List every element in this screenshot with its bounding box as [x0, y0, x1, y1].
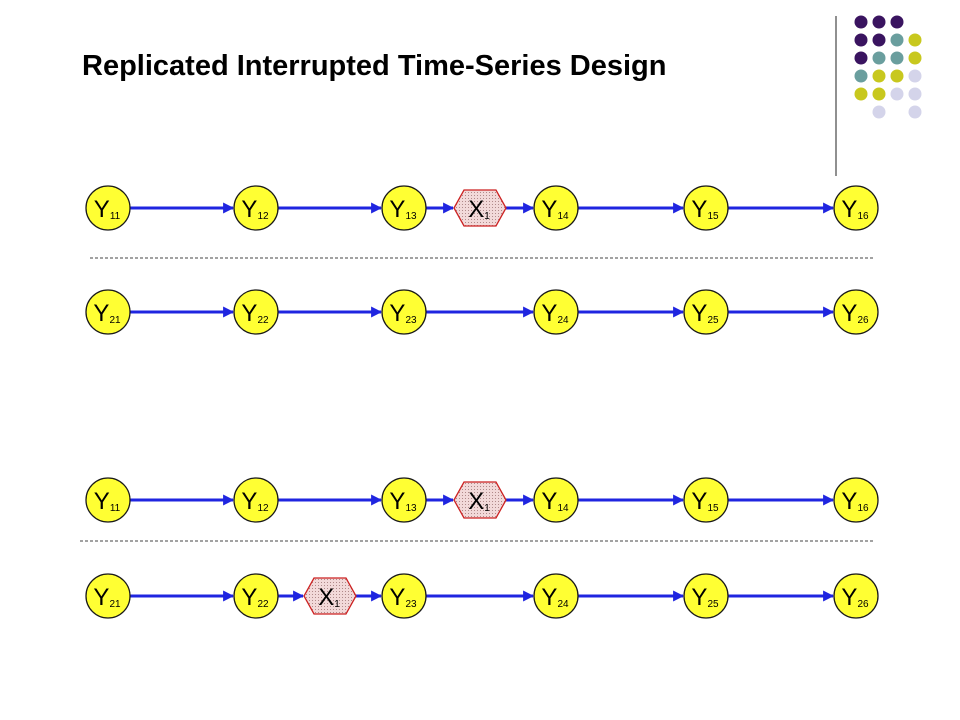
observation-node: Y12 [233, 477, 279, 523]
observation-node: Y12 [233, 185, 279, 231]
decorative-dot [854, 69, 868, 83]
decorative-dot [890, 69, 904, 83]
observation-node: Y14 [533, 185, 579, 231]
observation-node: Y11 [85, 477, 131, 523]
node-label: Y12 [241, 196, 269, 223]
observation-node: Y13 [381, 185, 427, 231]
observation-node: Y25 [683, 573, 729, 619]
observation-node: Y14 [533, 477, 579, 523]
decorative-dot [872, 69, 886, 83]
observation-node: Y16 [833, 477, 879, 523]
node-label: Y13 [389, 488, 417, 515]
observation-node: Y24 [533, 289, 579, 335]
observation-node: Y24 [533, 573, 579, 619]
observation-node: Y26 [833, 573, 879, 619]
node-label: Y21 [93, 584, 121, 611]
series-row: Y11 Y12 Y13 Y14 Y15 Y16 X1 [85, 185, 879, 231]
decorative-dot [908, 105, 922, 119]
decorative-dot [872, 105, 886, 119]
decorative-dot [908, 33, 922, 47]
observation-node: Y23 [381, 573, 427, 619]
decorative-dot [890, 33, 904, 47]
node-label: Y13 [389, 196, 417, 223]
observation-node: Y11 [85, 185, 131, 231]
observation-node: Y16 [833, 185, 879, 231]
decorative-dot [872, 15, 886, 29]
decorative-dot [872, 51, 886, 65]
series-row: Y21 Y22 Y23 Y24 Y25 Y26 [85, 289, 879, 335]
node-label: Y24 [541, 584, 569, 611]
intervention-label: X1 [468, 488, 490, 515]
intervention-node: X1 [453, 189, 507, 227]
observation-node: Y22 [233, 573, 279, 619]
node-label: Y16 [841, 196, 869, 223]
observation-node: Y22 [233, 289, 279, 335]
node-label: Y11 [94, 196, 121, 223]
node-label: Y24 [541, 300, 569, 327]
node-label: Y22 [241, 300, 269, 327]
decorative-dot [854, 33, 868, 47]
decorative-dot [908, 87, 922, 101]
node-label: Y26 [841, 300, 869, 327]
node-label: Y16 [841, 488, 869, 515]
observation-node: Y13 [381, 477, 427, 523]
node-label: Y14 [541, 488, 569, 515]
intervention-node: X1 [303, 577, 357, 615]
node-label: Y25 [691, 584, 719, 611]
decorative-dot [854, 51, 868, 65]
decorative-dot [908, 51, 922, 65]
observation-node: Y15 [683, 185, 729, 231]
node-label: Y25 [691, 300, 719, 327]
node-label: Y11 [94, 488, 121, 515]
node-label: Y22 [241, 584, 269, 611]
node-label: Y26 [841, 584, 869, 611]
decorative-dot [890, 51, 904, 65]
decorative-dot [854, 87, 868, 101]
node-label: Y21 [93, 300, 121, 327]
series-row: Y21 Y22 Y23 Y24 Y25 Y26 X1 [85, 573, 879, 619]
intervention-node: X1 [453, 481, 507, 519]
observation-node: Y15 [683, 477, 729, 523]
intervention-label: X1 [468, 196, 490, 223]
decorative-dot [890, 87, 904, 101]
slide-title: Replicated Interrupted Time-Series Desig… [82, 50, 667, 82]
observation-node: Y26 [833, 289, 879, 335]
decorative-dot [890, 15, 904, 29]
node-label: Y15 [691, 196, 719, 223]
decorative-dot [872, 87, 886, 101]
decorative-dot [908, 69, 922, 83]
node-label: Y15 [691, 488, 719, 515]
node-label: Y14 [541, 196, 569, 223]
node-label: Y23 [389, 300, 417, 327]
observation-node: Y23 [381, 289, 427, 335]
observation-node: Y25 [683, 289, 729, 335]
intervention-label: X1 [318, 584, 340, 611]
decorative-dot [854, 15, 868, 29]
node-label: Y23 [389, 584, 417, 611]
observation-node: Y21 [85, 573, 131, 619]
node-label: Y12 [241, 488, 269, 515]
decorative-dot [872, 33, 886, 47]
series-row: Y11 Y12 Y13 Y14 Y15 Y16 X1 [85, 477, 879, 523]
observation-node: Y21 [85, 289, 131, 335]
